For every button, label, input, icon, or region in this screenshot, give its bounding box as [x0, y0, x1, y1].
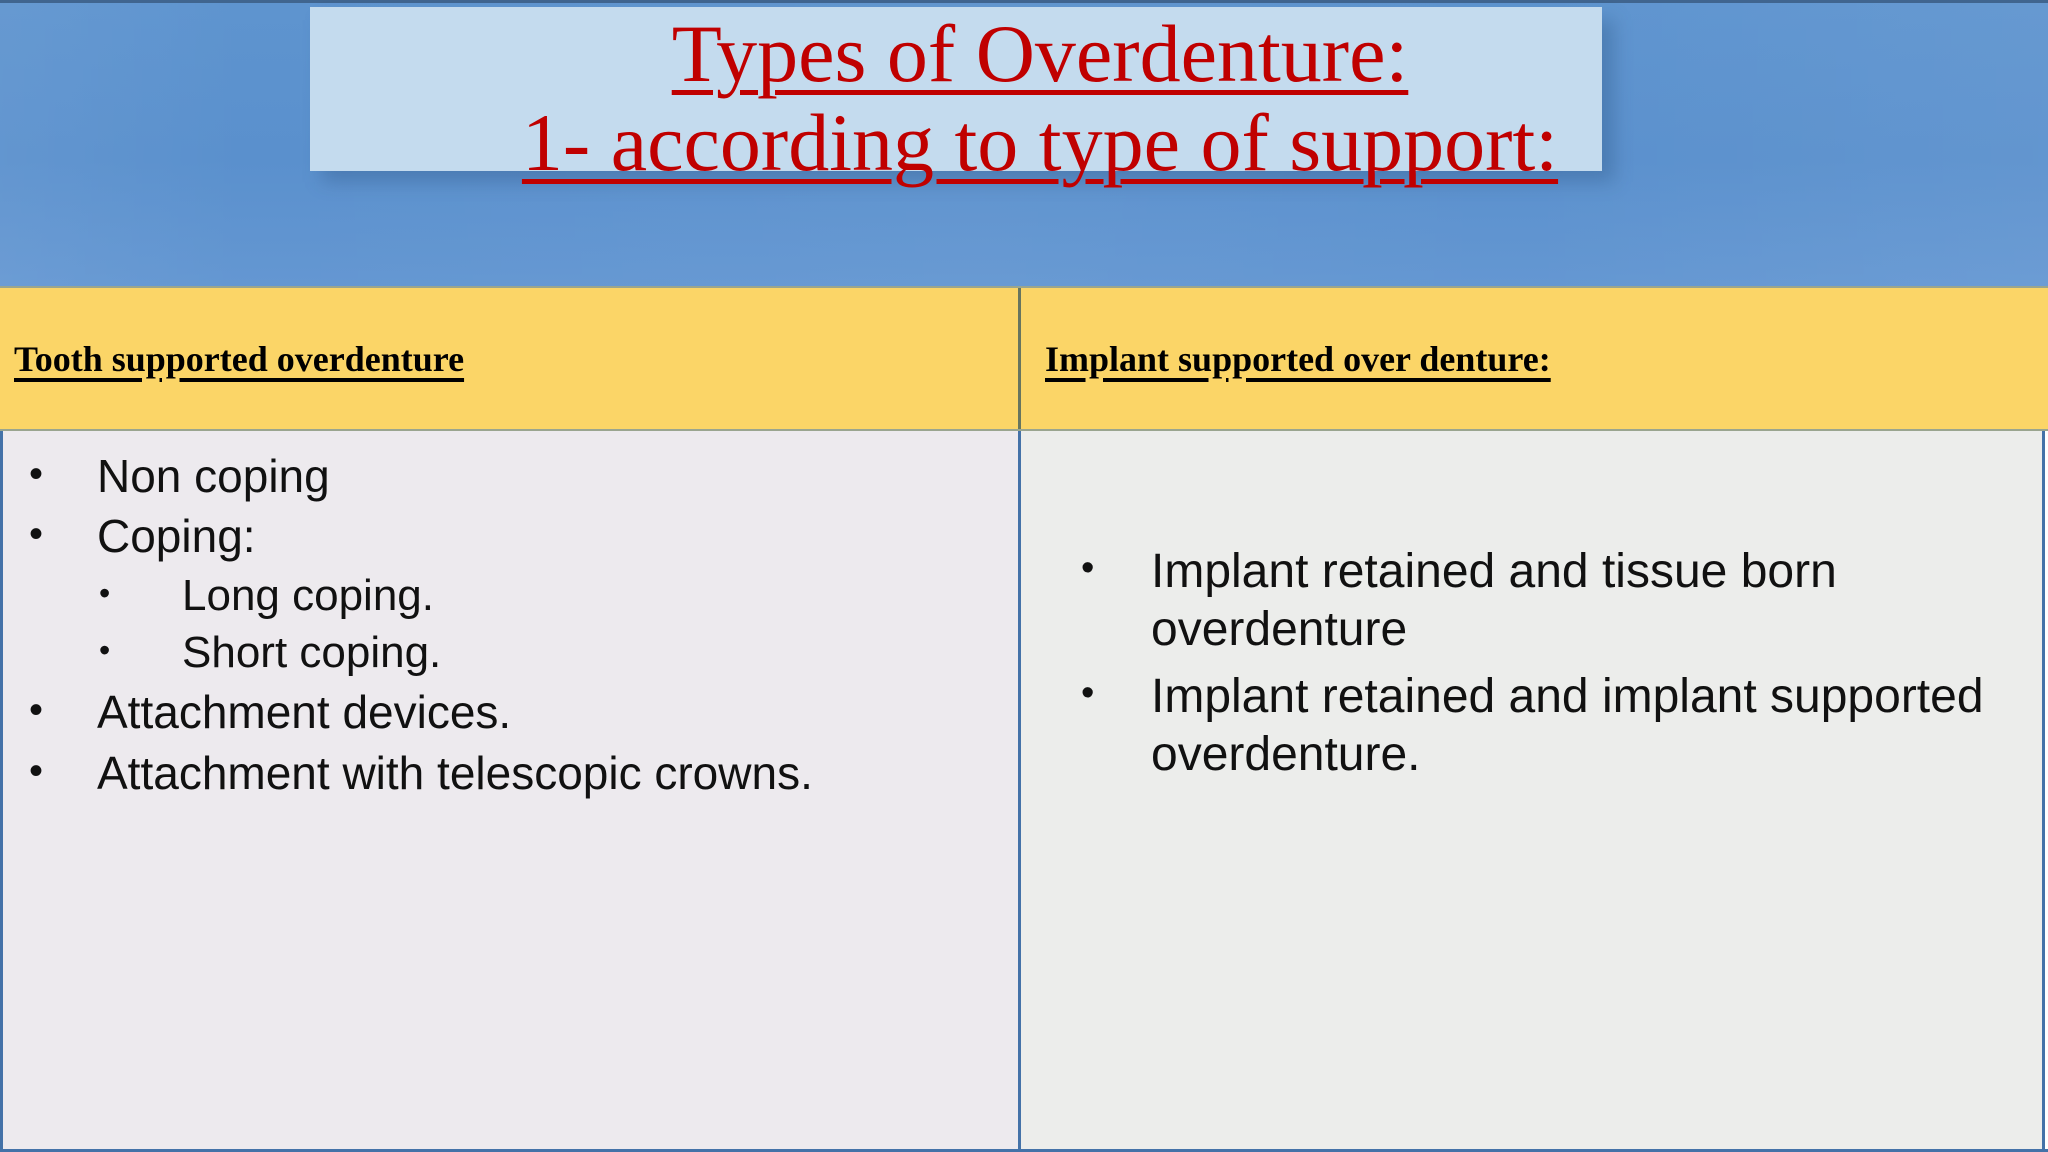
- list-item-label: Non coping: [97, 450, 330, 502]
- table-body-cell-left: • Non coping • Coping: • Long coping. • …: [0, 431, 1021, 1149]
- bullet-icon: •: [99, 632, 111, 669]
- list-item-label: Implant retained and implant supported o…: [1151, 670, 1984, 781]
- bullet-icon: •: [29, 512, 44, 557]
- bullet-icon: •: [1081, 672, 1095, 715]
- list-item: • Implant retained and implant supported…: [1041, 668, 2022, 783]
- list-item-label: Implant retained and tissue born overden…: [1151, 545, 1837, 656]
- bullet-icon: •: [29, 688, 44, 733]
- list-item: • Implant retained and tissue born overd…: [1041, 543, 2022, 658]
- list-item-label: Attachment with telescopic crowns.: [97, 746, 813, 799]
- slide-title: Types of Overdenture: 1- according to ty…: [180, 8, 1900, 188]
- list-item: • Coping:: [7, 509, 1008, 563]
- list-item: • Short coping.: [7, 627, 1008, 679]
- implant-supported-list: • Implant retained and tissue born overd…: [1041, 543, 2022, 783]
- comparison-table: Tooth supported overdenture Implant supp…: [0, 286, 2048, 1152]
- bullet-icon: •: [29, 748, 44, 793]
- table-body-row: • Non coping • Coping: • Long coping. • …: [0, 431, 2048, 1152]
- list-item-label: Coping:: [97, 510, 256, 563]
- list-item-label: Long coping.: [182, 570, 434, 620]
- list-item: • Attachment with telescopic crowns.: [7, 746, 1008, 800]
- slide-title-line-1: Types of Overdenture:: [671, 8, 1409, 99]
- list-item: • Non coping: [7, 449, 1008, 503]
- table-header-cell-right: Implant supported over denture:: [1021, 288, 2048, 429]
- list-item-label: Short coping.: [182, 628, 442, 678]
- tooth-supported-list: • Non coping • Coping: • Long coping. • …: [7, 449, 1008, 800]
- bullet-icon: •: [99, 574, 111, 611]
- list-item-label: Attachment devices.: [97, 686, 512, 739]
- list-item: • Attachment devices.: [7, 685, 1008, 739]
- bullet-icon: •: [29, 452, 44, 496]
- table-body-cell-right: • Implant retained and tissue born overd…: [1021, 431, 2045, 1149]
- column-header-tooth-supported: Tooth supported overdenture: [14, 338, 465, 379]
- bullet-icon: •: [1081, 547, 1095, 589]
- list-item: • Long coping.: [7, 570, 1008, 622]
- table-header-cell-left: Tooth supported overdenture: [0, 288, 1021, 429]
- title-plate: [310, 7, 1602, 171]
- slide-title-line-2: 1- according to type of support:: [521, 96, 1559, 188]
- column-header-implant-supported: Implant supported over denture:: [1045, 338, 1551, 379]
- table-header-row: Tooth supported overdenture Implant supp…: [0, 286, 2048, 431]
